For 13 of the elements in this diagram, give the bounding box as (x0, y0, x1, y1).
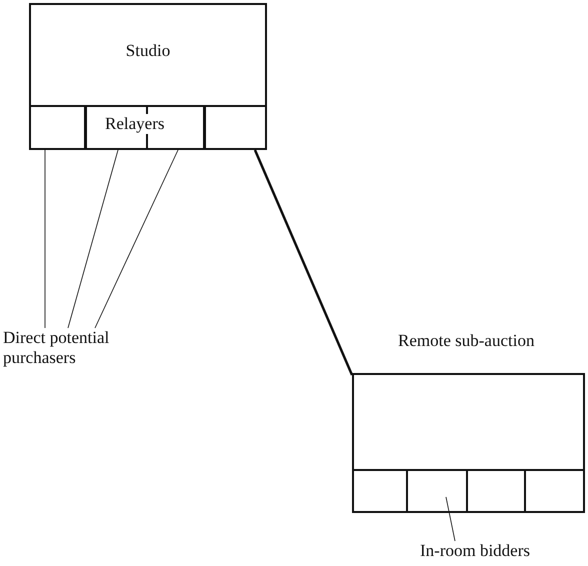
box-title: Studio (124, 41, 172, 61)
group-label: Relayers (104, 114, 166, 134)
leader-line (44, 150, 46, 328)
leader-line (94, 150, 178, 328)
cell-box (28, 104, 86, 150)
connector-line (254, 150, 354, 376)
box-frame (29, 3, 267, 150)
text-label: Direct potential purchasers (3, 328, 153, 372)
leader-line (68, 150, 118, 328)
box-title: Remote sub-auction (398, 331, 534, 351)
text-label: In-room bidders (420, 541, 586, 563)
cell-box (204, 104, 266, 150)
leader-line (446, 496, 456, 542)
